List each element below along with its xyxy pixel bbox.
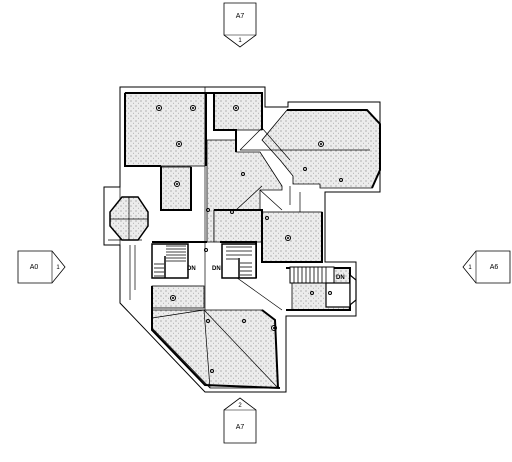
section-marker-bottom: 2 A7 [223, 397, 257, 444]
section-marker-top-sheet: A7 [236, 13, 245, 20]
light-fixtures [156, 105, 343, 373]
room-northeast [261, 109, 381, 189]
room-southwest [151, 285, 205, 309]
section-marker-top: A7 1 [223, 2, 257, 48]
light-fixture-centers [158, 107, 322, 329]
section-marker-left-sheet: A0 [30, 264, 39, 271]
section-marker-top-number: 1 [238, 38, 242, 44]
room-center-east [261, 211, 323, 263]
stair-label-west: DN [187, 266, 196, 272]
room-northwest [124, 92, 206, 167]
stair-label-east: DN [336, 275, 345, 281]
room-north-center [213, 92, 263, 131]
section-marker-right-number: 1 [468, 265, 472, 271]
section-marker-left: A0 1 [17, 250, 66, 284]
section-marker-right: 1 A6 [462, 250, 511, 284]
section-marker-right-sheet: A6 [490, 264, 499, 271]
stair-center: DN [212, 243, 257, 279]
stair-west: DN [151, 243, 196, 279]
room-center-lower [213, 209, 263, 243]
stair-label-center: DN [212, 266, 221, 272]
section-marker-bottom-number: 2 [238, 403, 242, 409]
section-marker-bottom-sheet: A7 [236, 424, 245, 431]
west-bay [109, 196, 149, 241]
roof-lines [108, 87, 370, 389]
room-west-small [160, 166, 192, 211]
section-marker-left-number: 1 [56, 265, 60, 271]
